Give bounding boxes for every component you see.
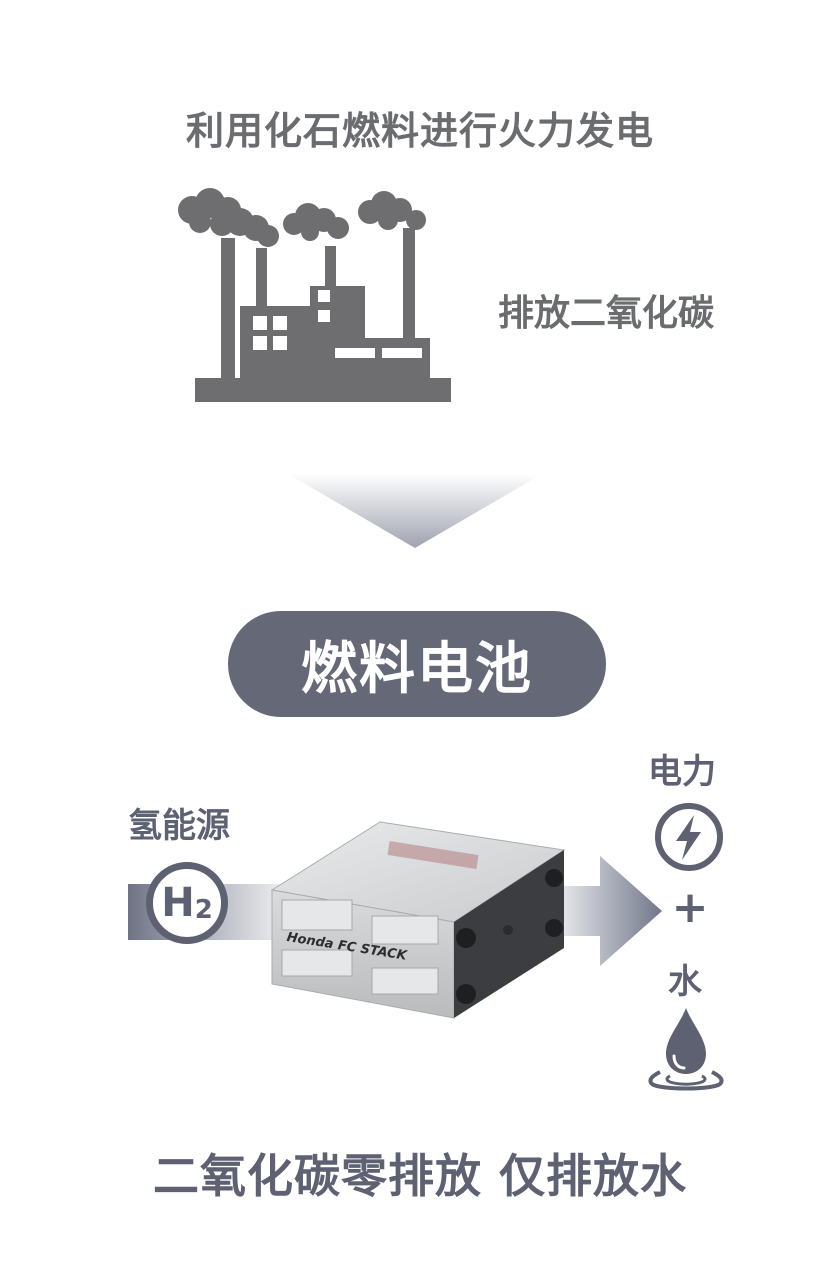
h2-symbol: H [161, 880, 195, 926]
hydrogen-source-label: 氢能源 [128, 806, 230, 846]
power-label: 电力 [648, 752, 716, 792]
co2-emission-label: 排放二氧化碳 [498, 293, 715, 334]
fuel-cell-label: 燃料电池 [301, 636, 533, 702]
top-title: 利用化石燃料进行火力发电 [185, 109, 654, 153]
bottom-caption: 二氧化碳零排放 仅排放水 [152, 1149, 687, 1203]
down-arrow-icon [288, 474, 542, 548]
factory-icon [178, 188, 451, 402]
h2-subscript: 2 [194, 895, 213, 925]
plus-sign: + [671, 882, 709, 933]
lightning-icon [655, 803, 723, 871]
fuel-cell-stack-image [270, 821, 566, 1019]
water-label: 水 [668, 962, 702, 1002]
fuel-cell-badge: 燃料电池 [228, 611, 606, 717]
water-drop-icon [648, 1008, 724, 1091]
output-arrow [540, 856, 662, 966]
